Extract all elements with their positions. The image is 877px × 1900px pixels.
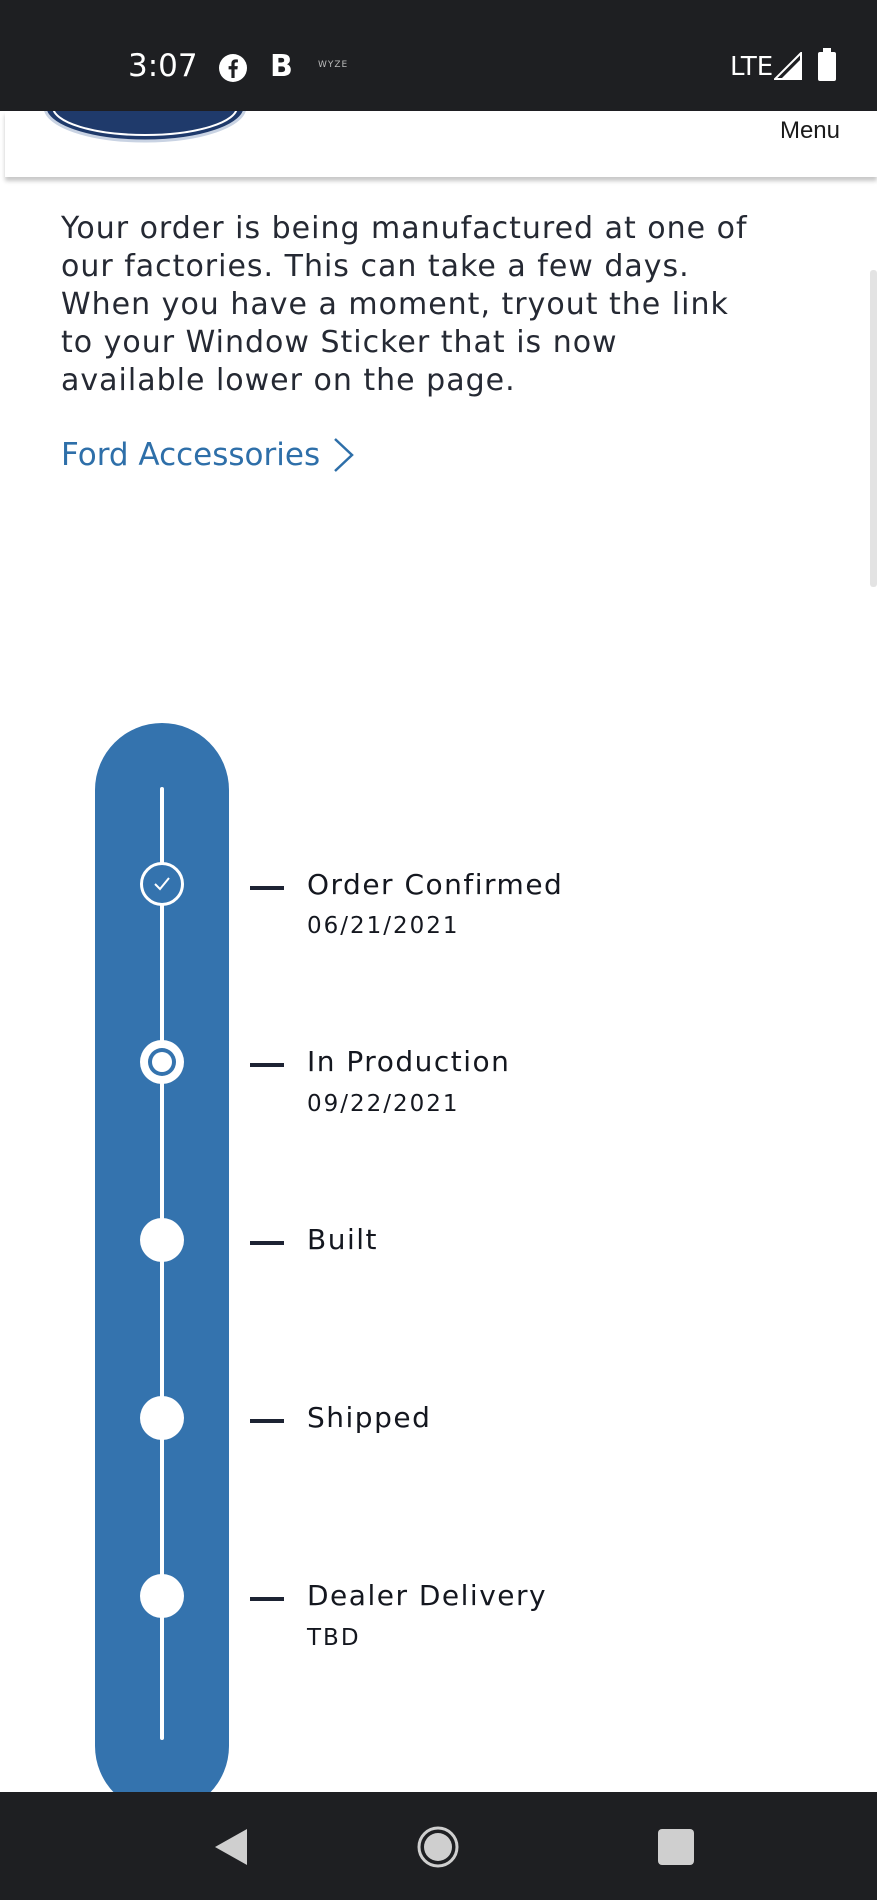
step-date-dealer-delivery: TBD [307, 1625, 361, 1651]
step-label-shipped: Shipped [307, 1401, 432, 1434]
back-icon[interactable] [213, 1827, 249, 1867]
network-type: LTE [730, 52, 774, 82]
step-dash [250, 1063, 284, 1067]
step-date-order-confirmed: 06/21/2021 [307, 913, 460, 939]
menu-button[interactable]: Menu [779, 117, 840, 144]
site-header: Menu [5, 111, 877, 177]
step-pending-icon [140, 1396, 184, 1440]
home-icon[interactable] [416, 1825, 460, 1869]
step-current-icon [140, 1040, 184, 1084]
ford-accessories-label: Ford Accessories [61, 437, 321, 473]
step-complete-icon [140, 862, 184, 906]
chevron-right-icon [334, 438, 354, 472]
order-status-description: Your order is being manufactured at one … [61, 211, 748, 398]
tracker-line [160, 787, 164, 1740]
recent-apps-icon[interactable] [658, 1829, 694, 1865]
ford-logo[interactable] [43, 111, 248, 143]
step-pending-icon [140, 1218, 184, 1262]
step-label-order-confirmed: Order Confirmed [307, 868, 564, 901]
step-dash [250, 1419, 284, 1423]
status-bar: 3:07 B WYZE LTE [0, 0, 877, 111]
status-time: 3:07 [128, 48, 198, 84]
signal-icon [774, 52, 802, 80]
step-dash [250, 1597, 284, 1601]
wyze-icon: WYZE [318, 60, 349, 70]
step-dash [250, 1241, 284, 1245]
step-pending-icon [140, 1574, 184, 1618]
battery-icon [818, 48, 836, 81]
ford-accessories-link[interactable]: Ford Accessories [61, 436, 356, 474]
step-label-built: Built [307, 1223, 378, 1256]
step-date-in-production: 09/22/2021 [307, 1091, 460, 1117]
facebook-icon [219, 54, 247, 82]
scrollbar[interactable] [870, 270, 877, 587]
step-label-dealer-delivery: Dealer Delivery [307, 1579, 548, 1612]
step-dash [250, 886, 284, 890]
b-icon: B [270, 49, 293, 84]
step-label-in-production: In Production [307, 1045, 511, 1078]
